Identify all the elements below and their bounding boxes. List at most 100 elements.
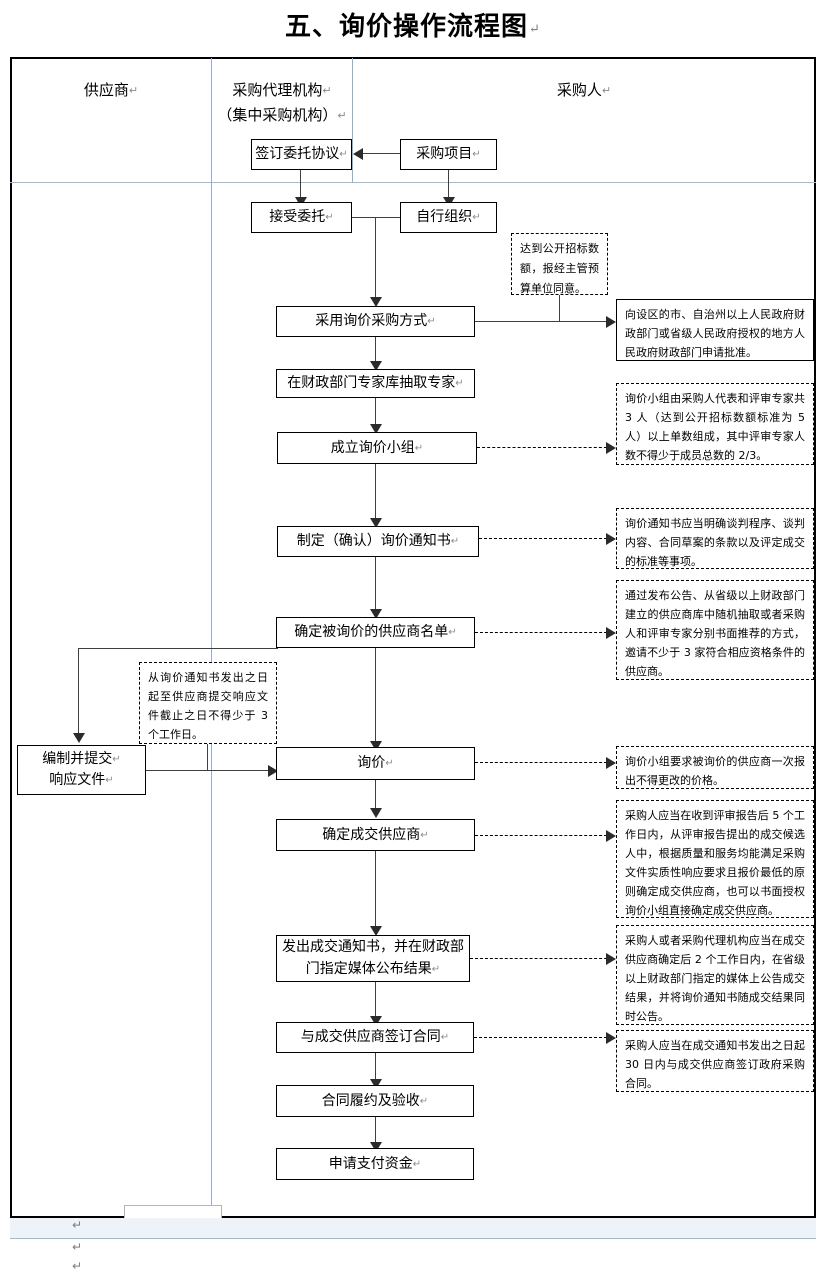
node-apply-payment[interactable]: 申请支付资金↵ xyxy=(276,1148,474,1180)
pilcrow-mark: ↵ xyxy=(472,212,481,223)
arrowhead-right xyxy=(606,1032,616,1044)
node-prepare-submit-line2: 响应文件 xyxy=(49,772,106,788)
arrowhead-down xyxy=(370,1142,382,1152)
pilcrow-mark: ↵ xyxy=(431,964,441,975)
pilcrow-mark: ↵ xyxy=(414,442,424,454)
node-inquiry[interactable]: 询价↵ xyxy=(276,747,475,780)
note-thirty-days-contract: 采购人应当在成交通知书发出之日起 30 日内与成交供应商签订政府采购合同。 xyxy=(616,1030,814,1092)
arrowhead-down xyxy=(370,518,382,528)
pilcrow-mark: ↵ xyxy=(128,84,139,97)
node-contract-performance-acceptance[interactable]: 合同履约及验收↵ xyxy=(276,1085,474,1117)
node-adopt-inquiry-method[interactable]: 采用询价采购方式↵ xyxy=(276,306,475,337)
note-two-working-days-text: 采购人或者采购代理机构应当在成交供应商确定后 2 个工作日内，在省级以上财政部门… xyxy=(625,934,805,1023)
node-contract-performance-acceptance-label: 合同履约及验收 xyxy=(321,1092,420,1109)
dashconn-determine xyxy=(475,835,612,836)
connector-adopt-to-approval xyxy=(475,321,612,323)
note-two-working-days: 采购人或者采购代理机构应当在成交供应商确定后 2 个工作日内，在省级以上财政部门… xyxy=(616,925,814,1025)
node-form-inquiry-group[interactable]: 成立询价小组↵ xyxy=(277,432,477,464)
connector-determine-to-issue xyxy=(375,851,377,930)
arrowhead-down xyxy=(370,926,382,936)
pilcrow-mark: ↵ xyxy=(455,378,464,389)
connector-sign-to-accept xyxy=(300,170,302,201)
node-determine-winning-supplier-label: 确定成交供应商 xyxy=(322,826,421,843)
pilcrow-mark: ↵ xyxy=(440,1032,450,1043)
connector-group-to-notice xyxy=(375,464,377,522)
node-sign-contract-label: 与成交供应商签订合同 xyxy=(300,1029,441,1045)
node-issue-award-notice-line2: 门指定媒体公布结果 xyxy=(305,961,432,977)
pilcrow-mark: ↵ xyxy=(450,536,460,547)
pilcrow-mark: ↵ xyxy=(72,1218,83,1232)
arrowhead-right xyxy=(606,533,616,545)
connector-accept-merge xyxy=(352,217,401,219)
column-header-agency: 采购代理机构↵ （集中采购机构）↵ xyxy=(213,78,351,128)
connector-perform-to-payment xyxy=(375,1117,377,1146)
arrowhead-right xyxy=(606,830,616,842)
connector-issue-to-contract xyxy=(375,982,377,1020)
note-three-working-days: 从询价通知书发出之日起至供应商提交响应文件截止之日不得少于 3 个工作日。 xyxy=(139,662,277,744)
note-thirty-days-contract-text: 采购人应当在成交通知书发出之日起 30 日内与成交供应商签订政府采购合同。 xyxy=(625,1039,805,1090)
connector-experts-to-group xyxy=(375,398,377,428)
page-bottom-tab xyxy=(124,1205,222,1220)
note-five-working-days: 采购人应当在收到评审报告后 5 个工作日内，从评审报告提出的成交候选人中，根据质… xyxy=(616,800,814,918)
note-open-tender-threshold-text: 达到公开招标数额，报经主管预算单位同意。 xyxy=(520,242,599,295)
column-header-purchaser-label: 采购人 xyxy=(556,81,602,99)
column-header-supplier-label: 供应商 xyxy=(83,81,129,99)
pilcrow-mark: ↵ xyxy=(112,754,121,765)
dashconn-inquiry xyxy=(475,762,612,763)
dashconn-issue xyxy=(470,958,612,959)
dashconn-notice xyxy=(479,538,612,539)
note-supplier-selection-method-text: 通过发布公告、从省级以上财政部门建立的供应商库中随机抽取或者采购人和评审专家分别… xyxy=(625,589,805,678)
node-prepare-submit-response[interactable]: 编制并提交↵ 响应文件↵ xyxy=(17,745,146,795)
arrowhead-right xyxy=(606,757,616,769)
pilcrow-mark: ↵ xyxy=(337,109,347,122)
node-inquiry-label: 询价 xyxy=(357,755,386,771)
arrowhead-down xyxy=(370,741,382,751)
node-sign-contract[interactable]: 与成交供应商签订合同↵ xyxy=(276,1022,474,1053)
arrowhead-right xyxy=(606,953,616,965)
connector-contract-to-perform xyxy=(375,1053,377,1083)
node-purchase-project[interactable]: 采购项目↵ xyxy=(400,139,497,170)
arrowhead-down xyxy=(73,733,85,743)
column-header-agency-sublabel: （集中采购机构） xyxy=(217,106,338,124)
column-header-agency-label: 采购代理机构 xyxy=(232,81,323,99)
pilcrow-mark: ↵ xyxy=(472,149,481,160)
header-divider xyxy=(10,182,816,183)
column-header-purchaser: 采购人↵ xyxy=(354,78,814,103)
connector-list-to-supplier-h xyxy=(78,648,278,650)
page-title: 五、询价操作流程图↵ xyxy=(0,6,826,43)
node-self-organize[interactable]: 自行组织↵ xyxy=(400,202,497,233)
node-make-inquiry-notice[interactable]: 制定（确认）询价通知书↵ xyxy=(277,526,479,557)
note-single-quote: 询价小组要求被询价的供应商一次报出不得更改的价格。 xyxy=(616,746,814,789)
node-make-inquiry-notice-label: 制定（确认）询价通知书 xyxy=(296,533,451,549)
page-bottom-band xyxy=(10,1218,816,1239)
frame-bottom-rule xyxy=(10,1216,816,1218)
node-determine-supplier-list[interactable]: 确定被询价的供应商名单↵ xyxy=(276,617,475,648)
note-apply-approval: 向设区的市、自治州以上人民政府财政部门或省级人民政府授权的地方人民政府财政部门申… xyxy=(616,299,814,361)
note-supplier-selection-method: 通过发布公告、从省级以上财政部门建立的供应商库中随机抽取或者采购人和评审专家分别… xyxy=(616,580,814,680)
arrowhead-right xyxy=(606,627,616,639)
note-inquiry-group-composition-text: 询价小组由采购人代表和评审专家共 3 人（达到公开招标数额标准为 5 人）以上单… xyxy=(625,392,805,462)
arrowhead-down xyxy=(370,361,382,371)
connector-merge-down xyxy=(375,217,377,302)
node-form-inquiry-group-label: 成立询价小组 xyxy=(330,439,415,456)
node-adopt-inquiry-method-label: 采用询价采购方式 xyxy=(315,313,428,329)
column-header-supplier: 供应商↵ xyxy=(12,78,210,103)
node-accept-entrust[interactable]: 接受委托↵ xyxy=(251,202,352,233)
node-determine-winning-supplier[interactable]: 确定成交供应商↵ xyxy=(276,819,475,851)
note-five-working-days-text: 采购人应当在收到评审报告后 5 个工作日内，从评审报告提出的成交候选人中，根据质… xyxy=(625,809,805,917)
pilcrow-mark: ↵ xyxy=(322,84,332,97)
note-three-working-days-text: 从询价通知书发出之日起至供应商提交响应文件截止之日不得少于 3 个工作日。 xyxy=(148,671,268,741)
dashconn-group xyxy=(477,447,612,448)
pilcrow-mark: ↵ xyxy=(72,1259,83,1273)
node-draw-experts[interactable]: 在财政部门专家库抽取专家↵ xyxy=(276,369,475,398)
connector-adopt-to-experts xyxy=(375,337,377,365)
note-open-tender-threshold: 达到公开招标数额，报经主管预算单位同意。 xyxy=(511,233,608,295)
pilcrow-mark: ↵ xyxy=(325,212,334,223)
node-issue-award-notice-line1: 发出成交通知书，并在财政部 xyxy=(282,939,464,955)
node-issue-award-notice[interactable]: 发出成交通知书，并在财政部 门指定媒体公布结果↵ xyxy=(276,935,470,982)
dashconn-list xyxy=(475,632,612,633)
note-inquiry-notice-content-text: 询价通知书应当明确谈判程序、谈判内容、合同草案的条款以及评定成交的标准等事项。 xyxy=(625,517,805,568)
node-sign-entrust[interactable]: 签订委托协议↵ xyxy=(251,139,352,170)
dashconn-contract xyxy=(474,1037,612,1038)
